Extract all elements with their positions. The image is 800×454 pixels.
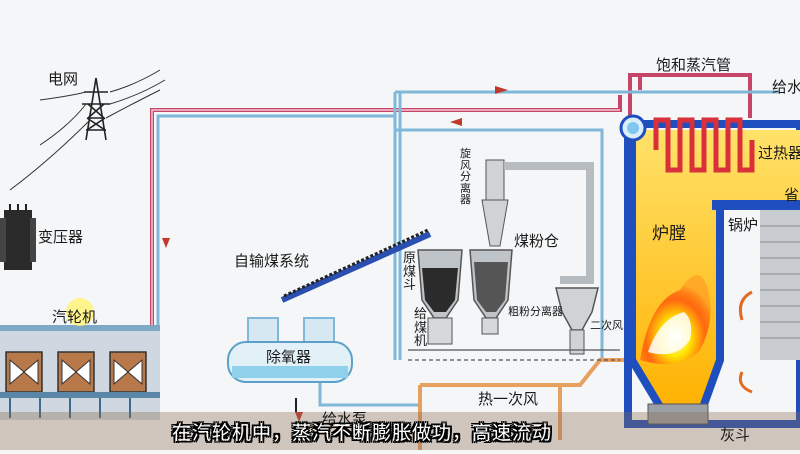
boiler-label: 锅炉 (728, 216, 759, 234)
transmission-tower-icon (82, 77, 110, 141)
platform-lines (408, 349, 620, 361)
coal-feeder-label: 给煤机 (414, 307, 428, 350)
economizer-label: 省 (784, 186, 800, 204)
turbine-icon (0, 325, 160, 420)
turbine-label: 汽轮机 (52, 308, 98, 326)
power-lines (9, 69, 166, 191)
transformer-icon (0, 204, 36, 270)
coarse-separator-icon (555, 287, 599, 355)
deaerator-icon (227, 317, 353, 412)
grid-label: 电网 (48, 70, 79, 88)
feed-pump-label: 给水泵 (322, 410, 368, 428)
video-subtitle: 在汽轮机中，蒸汽不断膨胀做功，高速流动 (172, 422, 553, 444)
feed-water-label: 给水 (772, 78, 800, 96)
coarse-separator-label: 粗粉分离器 (508, 305, 563, 318)
recirculation-arrows (738, 290, 753, 394)
coal-conveyor-icon (280, 228, 432, 303)
furnace-label: 炉膛 (652, 224, 686, 244)
flow-arrows (162, 86, 508, 422)
secondary-air-label: 二次风 (590, 319, 623, 332)
pulverized-bin-label: 煤粉仓 (514, 232, 560, 250)
flame-icon (640, 275, 711, 365)
ash-hopper-label: 灰斗 (720, 426, 751, 444)
saturated-steam-pipe-label: 饱和蒸汽管 (656, 56, 732, 74)
cyclone-label: 旋风分离器 (460, 147, 471, 207)
superheater-label: 过热器 (758, 144, 800, 162)
deaerator-label: 除氧器 (266, 348, 312, 366)
steam-pipe-inner (151, 109, 620, 350)
raw-coal-hopper-icon (417, 249, 463, 345)
transformer-label: 变压器 (38, 228, 84, 246)
hot-primary-air-label: 热一次风 (478, 390, 539, 408)
coal-conveyor-label: 自输煤系统 (234, 252, 310, 270)
boiler-icon (624, 117, 800, 428)
cyclone-separator-icon (481, 159, 594, 284)
drum-icon (619, 114, 647, 142)
raw-coal-hopper-label: 原煤斗 (403, 251, 417, 294)
cursor-highlight (66, 298, 94, 326)
subtitle-backdrop (0, 412, 800, 450)
pulverized-coal-bin-icon (469, 249, 513, 335)
